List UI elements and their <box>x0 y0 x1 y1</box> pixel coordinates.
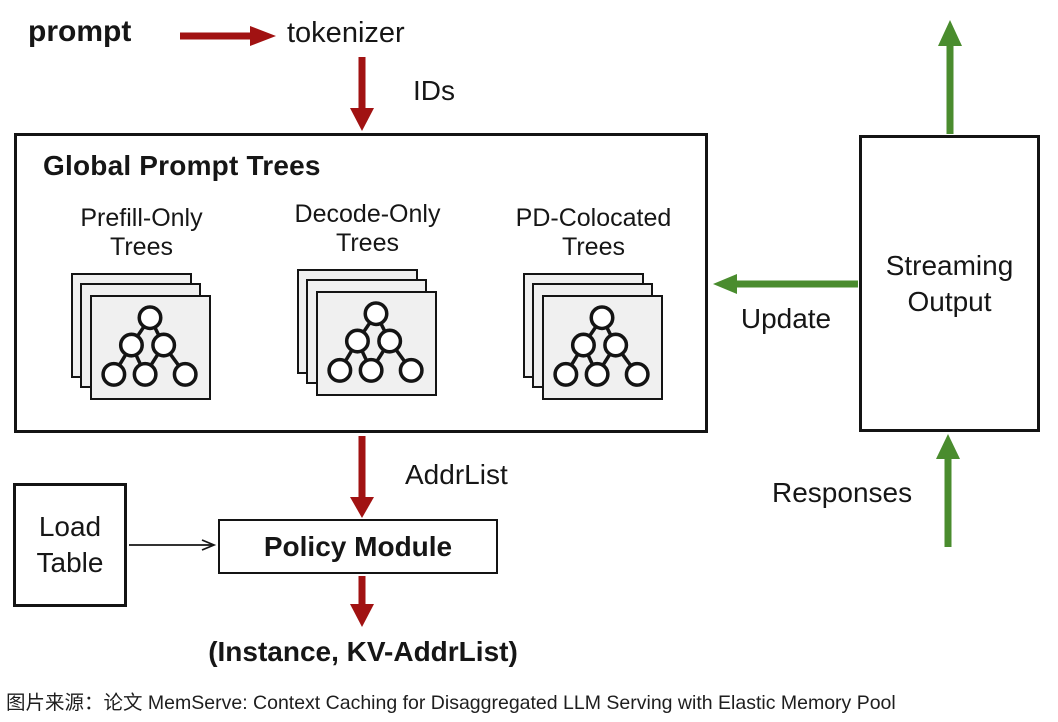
policy-output-arrow <box>350 576 374 627</box>
prefill-only-trees-group: Prefill-Only Trees <box>39 204 244 401</box>
prefill-only-label-line2: Trees <box>110 233 173 261</box>
pd-colocated-label-line1: PD-Colocated <box>515 204 672 232</box>
tree-card-front <box>315 291 437 396</box>
tree-icon <box>327 300 424 383</box>
responses-label: Responses <box>772 477 913 508</box>
streaming-output-label-line2: Output <box>907 285 992 317</box>
tokenizer-label: tokenizer <box>287 17 405 49</box>
instance-kv-addrlist-label: (Instance, KV-AddrList) <box>208 636 518 667</box>
tree-card-front <box>89 295 211 400</box>
policy-module-label: Policy Module <box>263 530 453 562</box>
prompt-label: prompt <box>28 15 132 48</box>
pd-colocated-label-line2: Trees <box>562 233 625 261</box>
image-source-caption: 图片来源：论文 MemServe: Context Caching for Di… <box>6 692 896 714</box>
global-prompt-trees-box: Global Prompt Trees Prefill-Only Trees <box>14 133 708 433</box>
prefill-only-label-line1: Prefill-Only <box>80 204 203 232</box>
load-table-label-line2: Table <box>36 547 104 578</box>
decode-only-label-line2: Trees <box>336 229 399 257</box>
ids-label: IDs <box>413 75 455 106</box>
tree-icon <box>101 304 198 387</box>
decode-tree-stack <box>296 269 439 397</box>
streaming-output-box: Streaming Output <box>859 135 1040 432</box>
tree-card-front <box>541 295 663 400</box>
tokenizer-to-trees-arrow <box>350 57 374 131</box>
global-prompt-trees-title: Global Prompt Trees <box>43 150 321 181</box>
streaming-output-label-line1: Streaming <box>885 249 1014 281</box>
decode-only-trees-group: Decode-Only Trees <box>265 200 470 397</box>
prompt-to-tokenizer-arrow <box>180 26 276 46</box>
pd-tree-stack <box>522 273 665 401</box>
update-label: Update <box>740 303 832 334</box>
load-table-label-line1: Load <box>38 511 102 542</box>
addrlist-label: AddrList <box>405 459 508 490</box>
loadtable-to-policy-arrow <box>129 539 217 551</box>
update-arrow <box>713 274 858 294</box>
decode-only-label-line1: Decode-Only <box>294 200 441 228</box>
streaming-top-arrow <box>938 20 962 134</box>
trees-to-policy-arrow <box>350 436 374 518</box>
pd-colocated-trees-group: PD-Colocated Trees <box>491 204 696 401</box>
prefill-tree-stack <box>70 273 213 401</box>
policy-module-box: Policy Module <box>218 519 498 574</box>
responses-arrow <box>936 434 960 547</box>
load-table-box: Load Table <box>13 483 127 607</box>
tree-icon <box>553 304 650 387</box>
